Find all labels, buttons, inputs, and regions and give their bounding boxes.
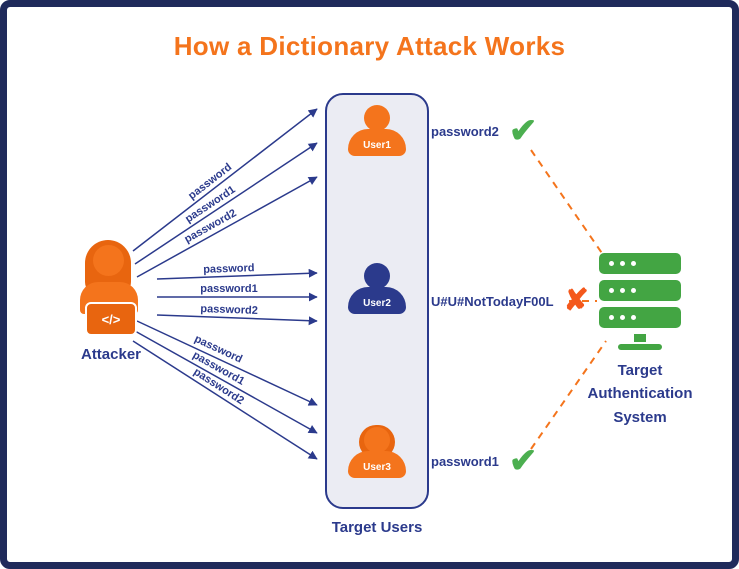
server-base (618, 344, 662, 350)
user2-avatar: User2 (348, 263, 406, 315)
server-label: Target Authentication System (587, 362, 693, 426)
user1-avatar: User1 (348, 105, 406, 157)
password-attempt-label: password2 (183, 207, 239, 245)
cross-icon: ✘ (563, 284, 589, 317)
server-led-dot (620, 261, 625, 266)
attack-arrow (134, 142, 318, 265)
attempted-password-label: password2 (431, 123, 499, 139)
password-attempt-label: password (186, 161, 234, 202)
user-name-label: User3 (363, 462, 391, 473)
user-icon (364, 263, 390, 289)
user-shoulders: User3 (348, 451, 406, 478)
auth-result-user2: U#U#NotTodayF00L ✘ (431, 281, 589, 321)
server-rack-row (599, 307, 681, 328)
password-attempt-label: password2 (200, 303, 258, 317)
server-led-dot (609, 315, 614, 320)
server-led-dot (631, 288, 636, 293)
attacker-head (93, 245, 124, 276)
server-rack-row (599, 253, 681, 274)
password-attempt-label: password (203, 262, 255, 276)
server-stand (634, 334, 646, 342)
laptop-code-icon: </> (85, 302, 137, 336)
attempted-password-label: U#U#NotTodayF00L (431, 293, 554, 309)
user-name-label: User1 (363, 140, 391, 151)
server-led-dot (631, 261, 636, 266)
auth-result-user1: password2 ✔ (431, 111, 537, 151)
password-attempt-label: password1 (190, 349, 246, 388)
diagram-title: How a Dictionary Attack Works (173, 31, 566, 61)
attack-arrow (136, 176, 318, 278)
password-attempt-label: password2 (191, 366, 246, 407)
attack-arrow (132, 108, 318, 252)
server-led-dot (631, 315, 636, 320)
attack-arrows-user3 (132, 320, 318, 460)
attack-arrow (132, 340, 318, 460)
password-attempt-label: password (192, 333, 244, 366)
user-name-label: User2 (363, 298, 391, 309)
user-shoulders: User1 (348, 129, 406, 156)
user3-avatar: User3 (348, 425, 406, 479)
server-led-dot (620, 288, 625, 293)
server-led-dot (609, 288, 614, 293)
attack-arrow (156, 268, 318, 280)
attack-arrow (136, 320, 318, 406)
auth-result-user3: password1 ✔ (431, 441, 537, 481)
check-icon: ✔ (508, 442, 538, 480)
password-attempt-label: password1 (200, 283, 257, 295)
user-shoulders: User2 (348, 287, 406, 314)
attack-arrows-user2 (156, 268, 318, 326)
password-attempt-label: password1 (183, 184, 238, 226)
check-icon: ✔ (508, 112, 538, 150)
server-led-dot (620, 315, 625, 320)
server-icon (592, 253, 688, 350)
attacker-figure: </> Attacker (63, 240, 159, 370)
user-icon (364, 427, 390, 453)
attacker-label: Attacker (80, 346, 142, 363)
user-icon (364, 105, 390, 131)
target-users-label: Target Users (331, 519, 423, 536)
server-rack-row (599, 280, 681, 301)
attack-arrow (156, 314, 318, 326)
attack-arrows-user1 (132, 108, 318, 278)
attack-arrow (134, 330, 318, 434)
server-led-dot (609, 261, 614, 266)
result-connector-line (530, 149, 607, 260)
attempted-password-label: password1 (431, 453, 499, 469)
